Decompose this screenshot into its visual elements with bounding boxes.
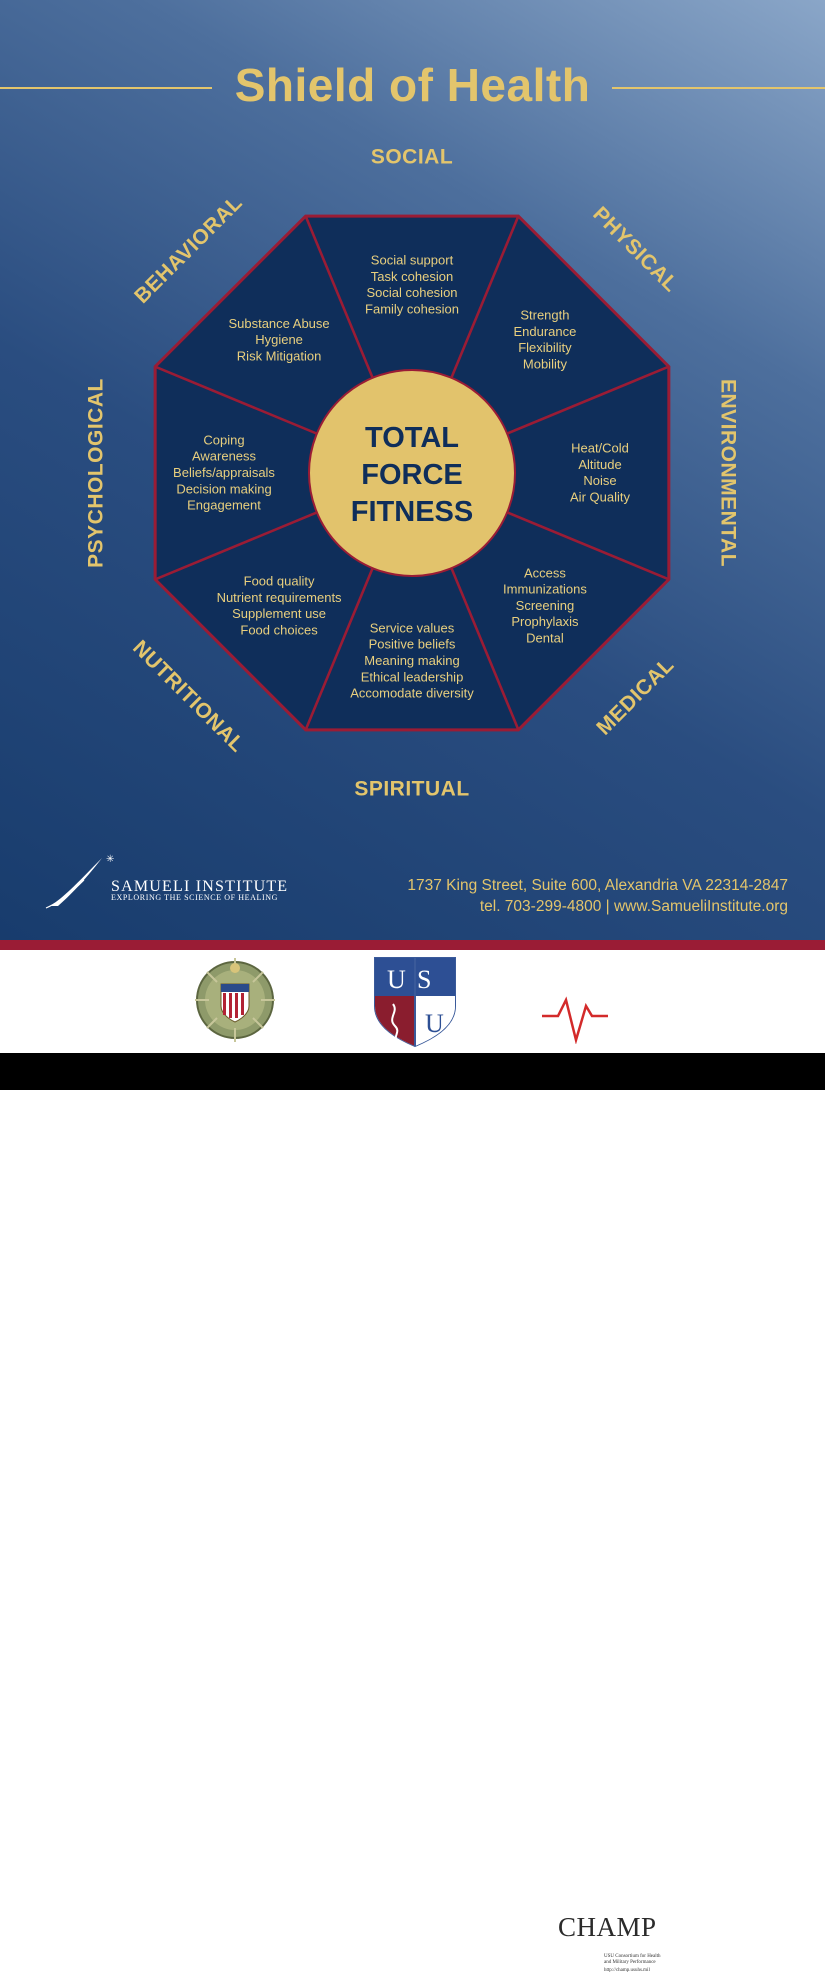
champ-title[interactable]: CHAMP [558,1912,657,1942]
bottom-bar [0,1053,825,1090]
center-title-line: TOTAL [365,422,459,454]
octagon-outline [153,214,671,732]
sector-item: Immunizations [503,582,587,597]
sector-item: Task cohesion [371,269,453,284]
usu-letter: U [425,1009,444,1038]
sector-item: Mobility [523,357,568,372]
title-rule-right [612,87,825,89]
sector-item: Accomodate diversity [350,686,474,701]
partner-logos: U S U CHAMP USU Consortium for Health an… [0,950,825,1973]
institute-name: SAMUELI INSTITUTE [111,878,289,895]
sector-item: Beliefs/appraisals [173,465,275,480]
sector-item: Decision making [176,481,271,496]
center-title-line: FITNESS [351,496,473,528]
usu-shield-icon[interactable]: U S U [373,956,457,1048]
sector-item: Noise [583,473,616,488]
sector-item: Altitude [578,457,621,472]
champ-subtitle: USU Consortium for Health and Military P… [604,1954,661,1973]
sector-item: Coping [203,432,244,447]
champ-heartbeat-icon [542,996,608,1044]
sector-item: Awareness [192,449,257,464]
joint-chiefs-seal-icon[interactable] [187,950,283,1046]
center-circle [308,369,516,577]
sector-item: Dental [526,631,564,646]
sector-item: Risk Mitigation [237,348,322,363]
sector-item: Engagement [187,498,261,513]
sector-label-medical: MEDICAL [592,653,678,739]
sector-label-psychological: PSYCHOLOGICAL [85,378,108,568]
sector-item: Heat/Cold [571,441,629,456]
sector-item: Hygiene [255,332,303,347]
address-block: 1737 King Street, Suite 600, Alexandria … [407,875,788,917]
sector-item: Food choices [240,622,318,637]
sector-item: Family cohesion [365,301,459,316]
center-title-line: FORCE [361,459,463,491]
poster: Shield of Health TOTAL FORCE FITNESS Soc… [0,0,825,940]
sector-label-physical: PHYSICAL [588,202,682,296]
sector-item: Social cohesion [366,285,457,300]
sector-label-social: SOCIAL [371,146,453,169]
footer-divider [0,940,825,950]
institute-tagline: EXPLORING THE SCIENCE OF HEALING [111,893,279,902]
sector-item: Meaning making [364,653,459,668]
sector-item: Ethical leadership [361,669,464,684]
usu-letter: S [417,965,431,994]
sector-item: Endurance [513,324,576,339]
sector-item: Supplement use [232,606,326,621]
samueli-swoosh-icon: ✳ [45,854,114,909]
sector-item: Air Quality [570,489,630,504]
sector-item: Substance Abuse [228,316,329,331]
sector-item: Prophylaxis [511,614,579,629]
title-rule-left [0,87,212,89]
sector-label-spiritual: SPIRITUAL [354,778,469,801]
contact-line[interactable]: tel. 703-299-4800 | www.SamueliInstitute… [479,898,788,915]
sector-item: Food quality [244,573,315,588]
svg-text:✳: ✳ [106,854,114,865]
sector-item: Strength [520,308,569,323]
address-line: 1737 King Street, Suite 600, Alexandria … [407,877,788,894]
sector-item: Nutrient requirements [217,590,342,605]
sector-item: Access [524,565,566,580]
sector-label-environmental: ENVIRONMENTAL [717,379,740,567]
usu-letter: U [387,965,406,994]
sector-item: Service values [370,620,455,635]
sector-item: Positive beliefs [369,637,456,652]
sector-item: Screening [516,598,575,613]
page-title: Shield of Health [234,59,591,111]
sector-item: Flexibility [518,340,572,355]
sector-item: Social support [371,253,454,268]
